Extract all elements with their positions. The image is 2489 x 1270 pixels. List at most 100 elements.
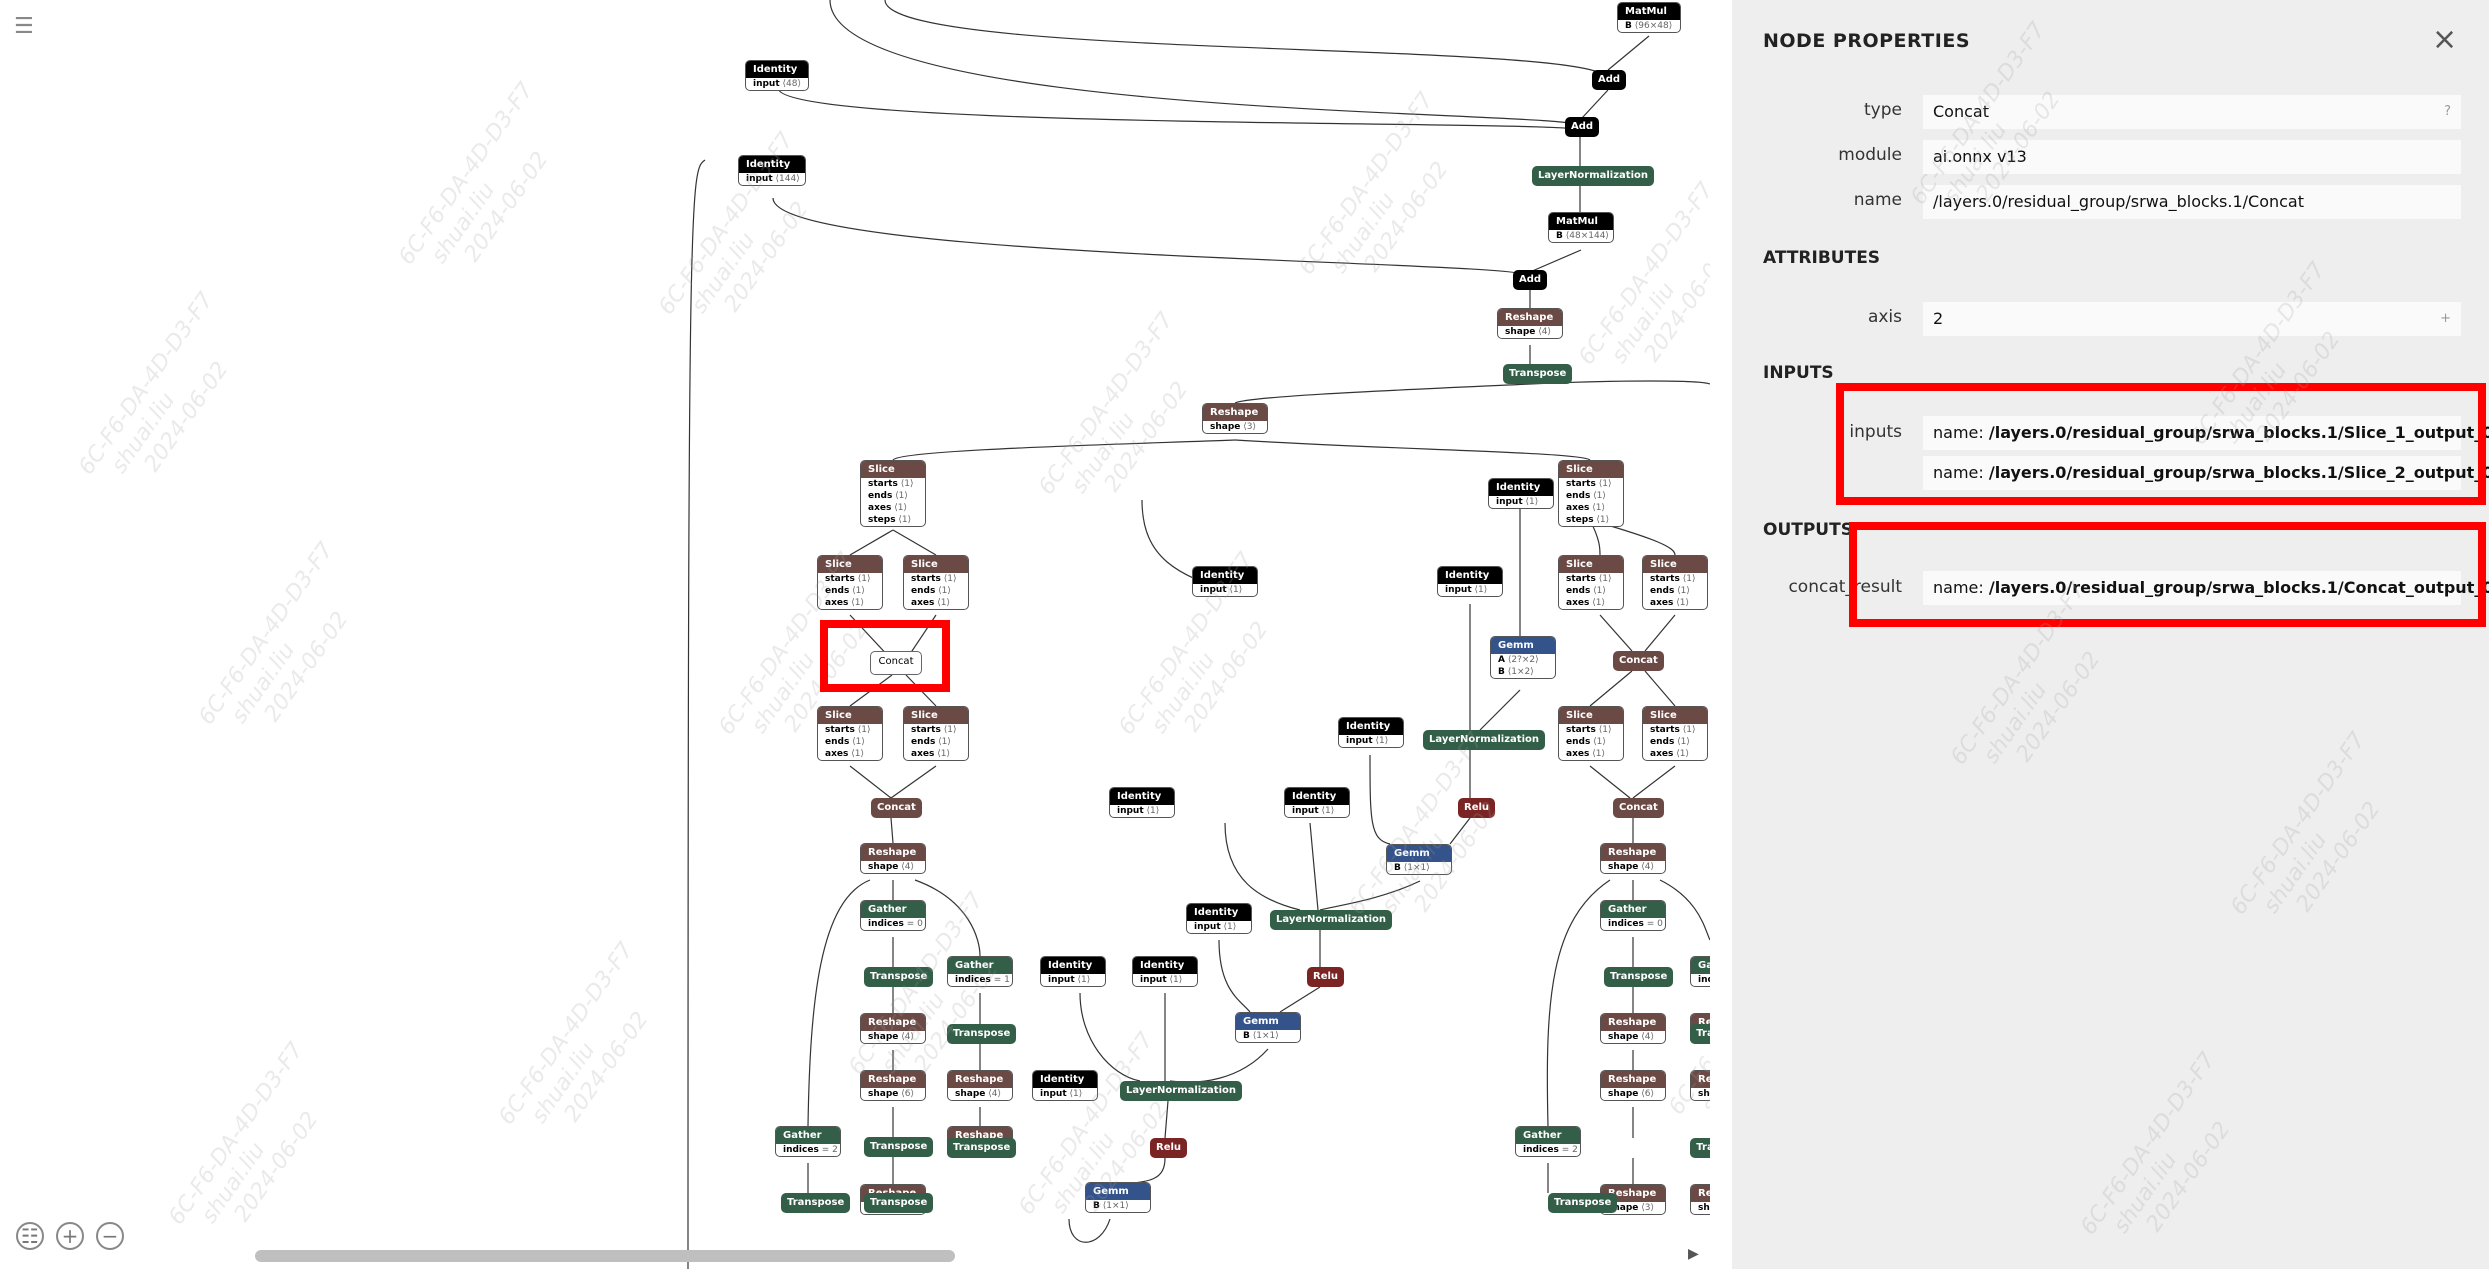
op-node-title: Gather — [861, 901, 925, 918]
input-value-1: /layers.0/residual_group/srwa_blocks.1/S… — [1988, 423, 2489, 442]
op-pill-transpose[interactable]: Transpose — [1503, 364, 1573, 384]
scroll-right-icon[interactable]: ▶ — [1688, 1246, 1699, 1262]
op-pill-concat[interactable]: Concat — [1613, 651, 1664, 671]
op-pill-transpose[interactable]: Transpose — [864, 1137, 934, 1157]
op-pill-layernormalization[interactable]: LayerNormalization — [1423, 730, 1546, 750]
op-node-title: Reshape — [861, 844, 925, 861]
op-node-title: Reshape — [861, 1071, 925, 1088]
op-node-attr: ends ⟨1⟩ — [1650, 586, 1690, 596]
expand-icon[interactable]: + — [2440, 311, 2451, 326]
op-node-title: Slice — [1559, 461, 1623, 478]
op-node-attr: B ⟨96×48⟩ — [1625, 21, 1673, 31]
op-pill-relu[interactable]: Relu — [1307, 967, 1345, 987]
op-pill-layernormalization[interactable]: LayerNormalization — [1532, 166, 1655, 186]
graph-edge — [890, 765, 937, 799]
op-pill-tra[interactable]: Tra — [1690, 1024, 1710, 1044]
op-pill-transpose[interactable]: Transpose — [947, 1138, 1017, 1158]
op-node-attr: shape ⟨6⟩ — [1608, 1089, 1654, 1099]
op-pill-transpose[interactable]: Transpose — [864, 1193, 934, 1213]
input-field-1: name: /layers.0/residual_group/srwa_bloc… — [1923, 416, 2489, 450]
op-node-attr: axes ⟨1⟩ — [825, 749, 864, 759]
help-icon[interactable]: ? — [2444, 104, 2451, 119]
op-pill-transpose[interactable]: Transpose — [864, 967, 934, 987]
graph-edge — [890, 817, 894, 844]
op-pill-relu[interactable]: Relu — [1150, 1138, 1188, 1158]
zoom-out-icon[interactable]: − — [96, 1222, 124, 1250]
op-pill-transpose[interactable]: Transpose — [947, 1024, 1017, 1044]
op-pill-tra[interactable]: Tra — [1690, 1138, 1710, 1158]
close-icon[interactable]: × — [2432, 22, 2458, 57]
selected-concat-node[interactable]: Concat — [870, 651, 922, 675]
op-pill-transpose[interactable]: Transpose — [1604, 967, 1674, 987]
horizontal-scrollbar[interactable] — [255, 1250, 955, 1262]
op-pill-relu[interactable]: Relu — [1458, 798, 1496, 818]
zoom-fit-icon[interactable]: ☷ — [16, 1222, 44, 1250]
op-node-title: Gemm — [1491, 637, 1555, 654]
op-pill-concat[interactable]: Concat — [871, 798, 922, 818]
type-label: type — [1864, 100, 1902, 120]
axis-label: axis — [1867, 307, 1902, 327]
op-pill-layernormalization[interactable]: LayerNormalization — [1120, 1081, 1243, 1101]
op-node-title: Gather — [1601, 901, 1665, 918]
graph-edge — [884, 0, 1609, 79]
op-pill-add[interactable]: Add — [1513, 270, 1548, 290]
op-pill-layernormalization[interactable]: LayerNormalization — [1270, 910, 1393, 930]
op-pill-add[interactable]: Add — [1565, 117, 1600, 137]
op-node-title: Identity — [739, 156, 805, 173]
op-pill-transpose[interactable]: Transpose — [781, 1193, 851, 1213]
op-pill-add[interactable]: Add — [1592, 70, 1627, 90]
op-node-title: Reshape — [1601, 1071, 1665, 1088]
op-node-attr: shape ⟨6⟩ — [868, 1089, 914, 1099]
zoom-in-icon[interactable]: + — [56, 1222, 84, 1250]
op-pill-transpose[interactable]: Transpose — [1548, 1193, 1618, 1213]
menu-icon[interactable]: ☰ — [14, 14, 34, 39]
op-pill-concat[interactable]: Concat — [1613, 798, 1664, 818]
